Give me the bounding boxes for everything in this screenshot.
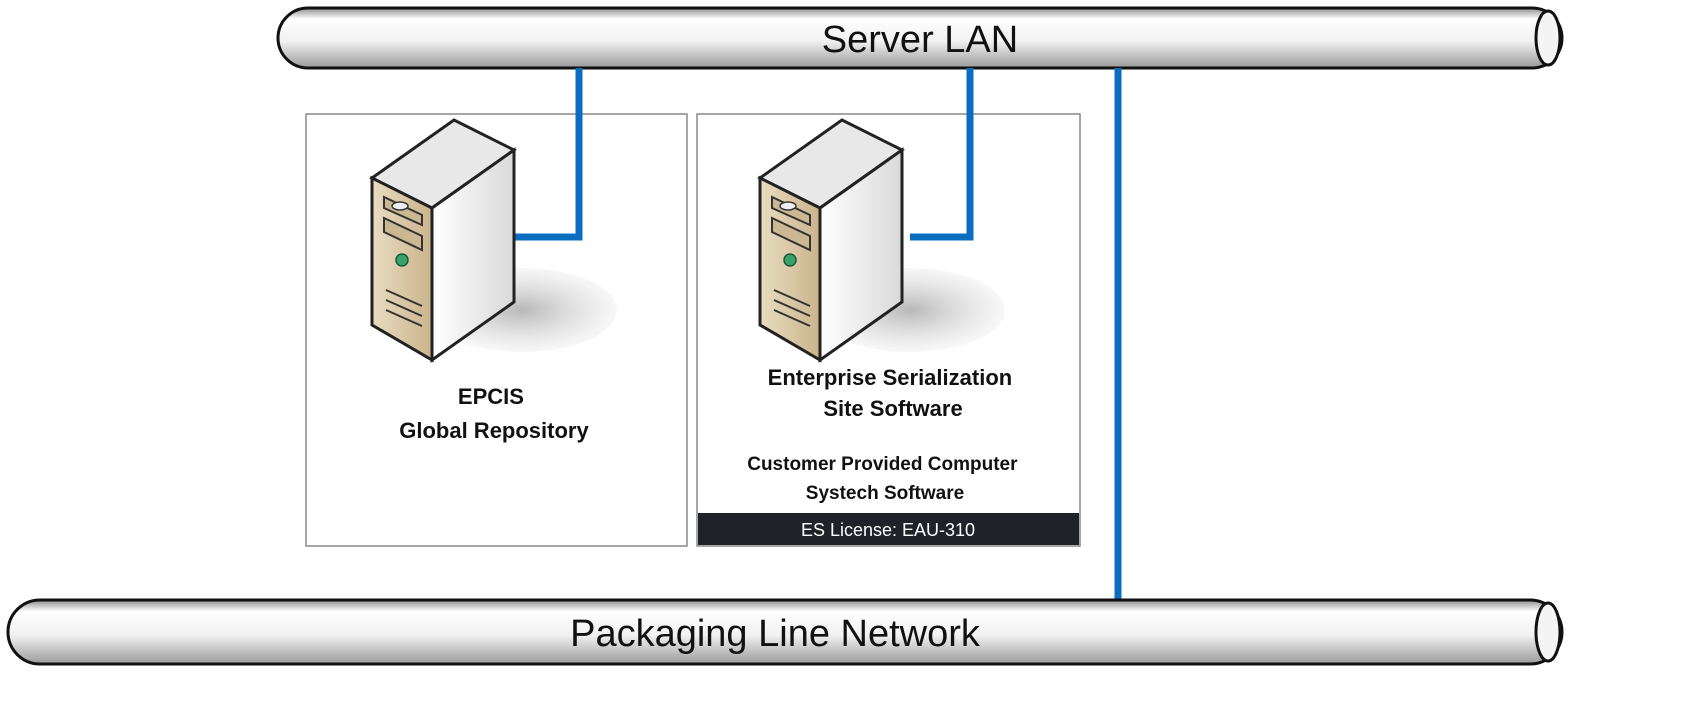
enterprise-sub-line1: Customer Provided Computer xyxy=(747,454,1018,475)
enterprise-title: Enterprise Serialization Site Software xyxy=(768,365,1019,421)
enterprise-subtitle: Customer Provided Computer Systech Softw… xyxy=(747,454,1023,504)
epcis-title-line2: Global Repository xyxy=(399,418,589,443)
epcis-link xyxy=(492,68,583,241)
epcis-title-line1: EPCIS xyxy=(458,384,524,409)
license-bar xyxy=(698,513,1079,545)
server-lan-pipe: Server LAN xyxy=(276,6,1564,70)
enterprise-node: Enterprise Serialization Site Software C… xyxy=(696,68,1081,547)
packaging-line-pipe: Packaging Line Network xyxy=(6,598,1564,666)
epcis-node: EPCIS Global Repository xyxy=(305,68,688,547)
server-lan-label: Server LAN xyxy=(822,19,1018,61)
license-label: ES License: EAU-310 xyxy=(801,520,975,540)
enterprise-link xyxy=(910,68,974,241)
packaging-line-label: Packaging Line Network xyxy=(570,613,981,655)
epcis-title: EPCIS Global Repository xyxy=(399,384,589,443)
enterprise-title-line2: Site Software xyxy=(823,396,962,421)
enterprise-sub-line2: Systech Software xyxy=(806,483,964,504)
enterprise-title-line1: Enterprise Serialization xyxy=(768,365,1013,390)
